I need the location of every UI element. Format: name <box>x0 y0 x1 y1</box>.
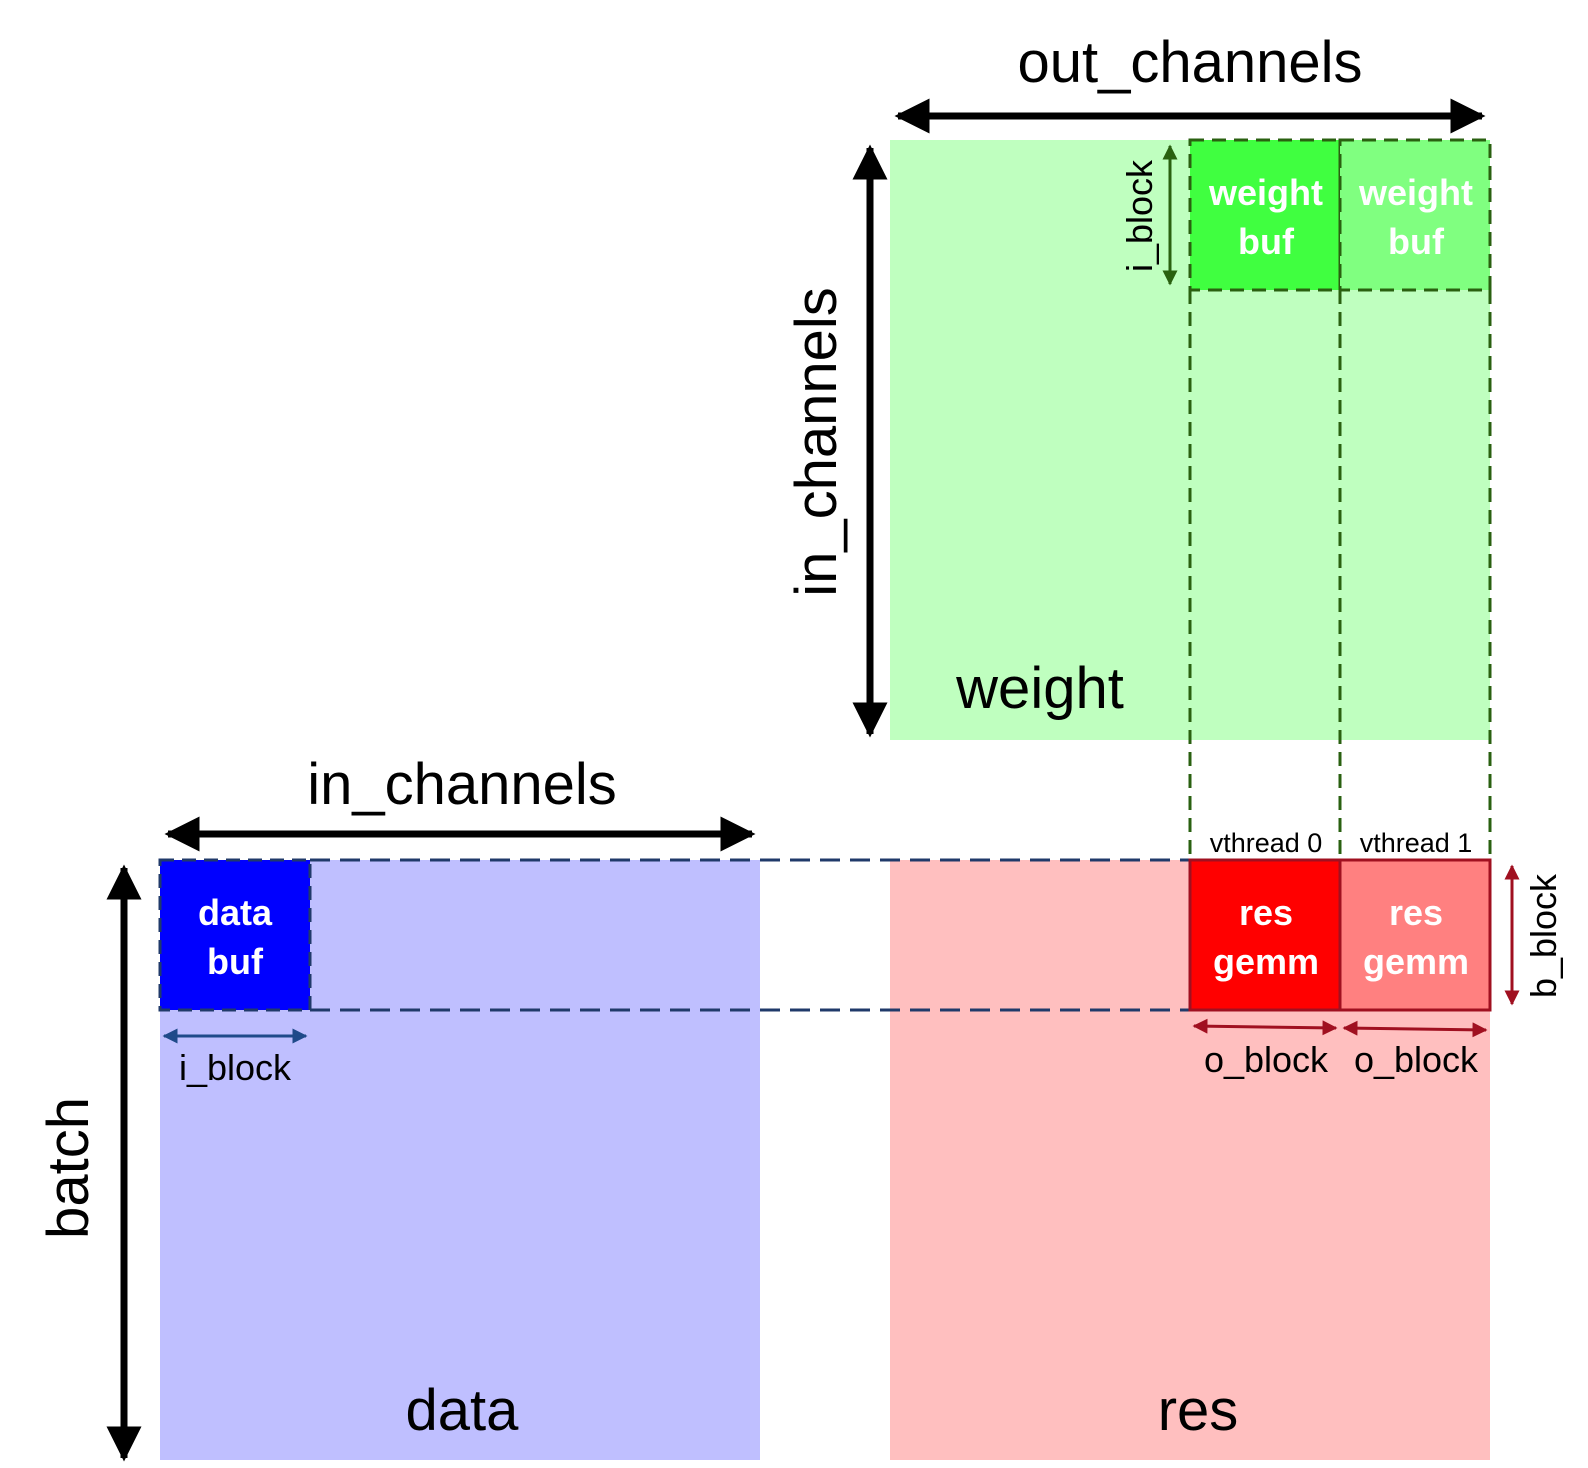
weight-buf-0-line2: buf <box>1238 221 1295 262</box>
o-block-1-label: o_block <box>1354 1039 1479 1080</box>
res-gemm-0 <box>1188 858 1342 1012</box>
weight-buf-1-line2: buf <box>1388 221 1445 262</box>
b-block-label: b_block <box>1523 873 1564 998</box>
res-label: res <box>1158 1378 1239 1443</box>
data-buf <box>158 858 312 1012</box>
batch-label: batch <box>36 1097 101 1239</box>
o-block-1-arrow <box>1342 1020 1488 1038</box>
weight-buf-1-line1: weight <box>1358 172 1473 213</box>
in-channels-data-label: in_channels <box>307 752 617 817</box>
vthread-0-label: vthread 0 <box>1210 828 1323 858</box>
res-gemm-1-line2: gemm <box>1363 941 1469 982</box>
res-gemm-0-line2: gemm <box>1213 941 1319 982</box>
weight-buf-0-line1: weight <box>1208 172 1323 213</box>
i-block-data-label: i_block <box>179 1047 292 1088</box>
o-block-0-label: o_block <box>1204 1039 1329 1080</box>
res-gemm-1-line1: res <box>1389 892 1443 933</box>
in-channels-weight-label: in_channels <box>784 287 849 597</box>
out-channels-label: out_channels <box>1017 30 1362 95</box>
weight-label: weight <box>955 656 1124 721</box>
i-block-weight-label: i_block <box>1119 159 1160 272</box>
data-label: data <box>406 1378 520 1443</box>
res-gemm-0-line1: res <box>1239 892 1293 933</box>
weight-buf-0 <box>1188 138 1342 292</box>
o-block-0-arrow <box>1192 1018 1338 1036</box>
weight-buf-1 <box>1338 138 1492 292</box>
res-gemm-1 <box>1338 858 1492 1012</box>
data-buf-line1: data <box>198 892 273 933</box>
data-buf-line2: buf <box>207 941 264 982</box>
vthread-1-label: vthread 1 <box>1360 828 1473 858</box>
